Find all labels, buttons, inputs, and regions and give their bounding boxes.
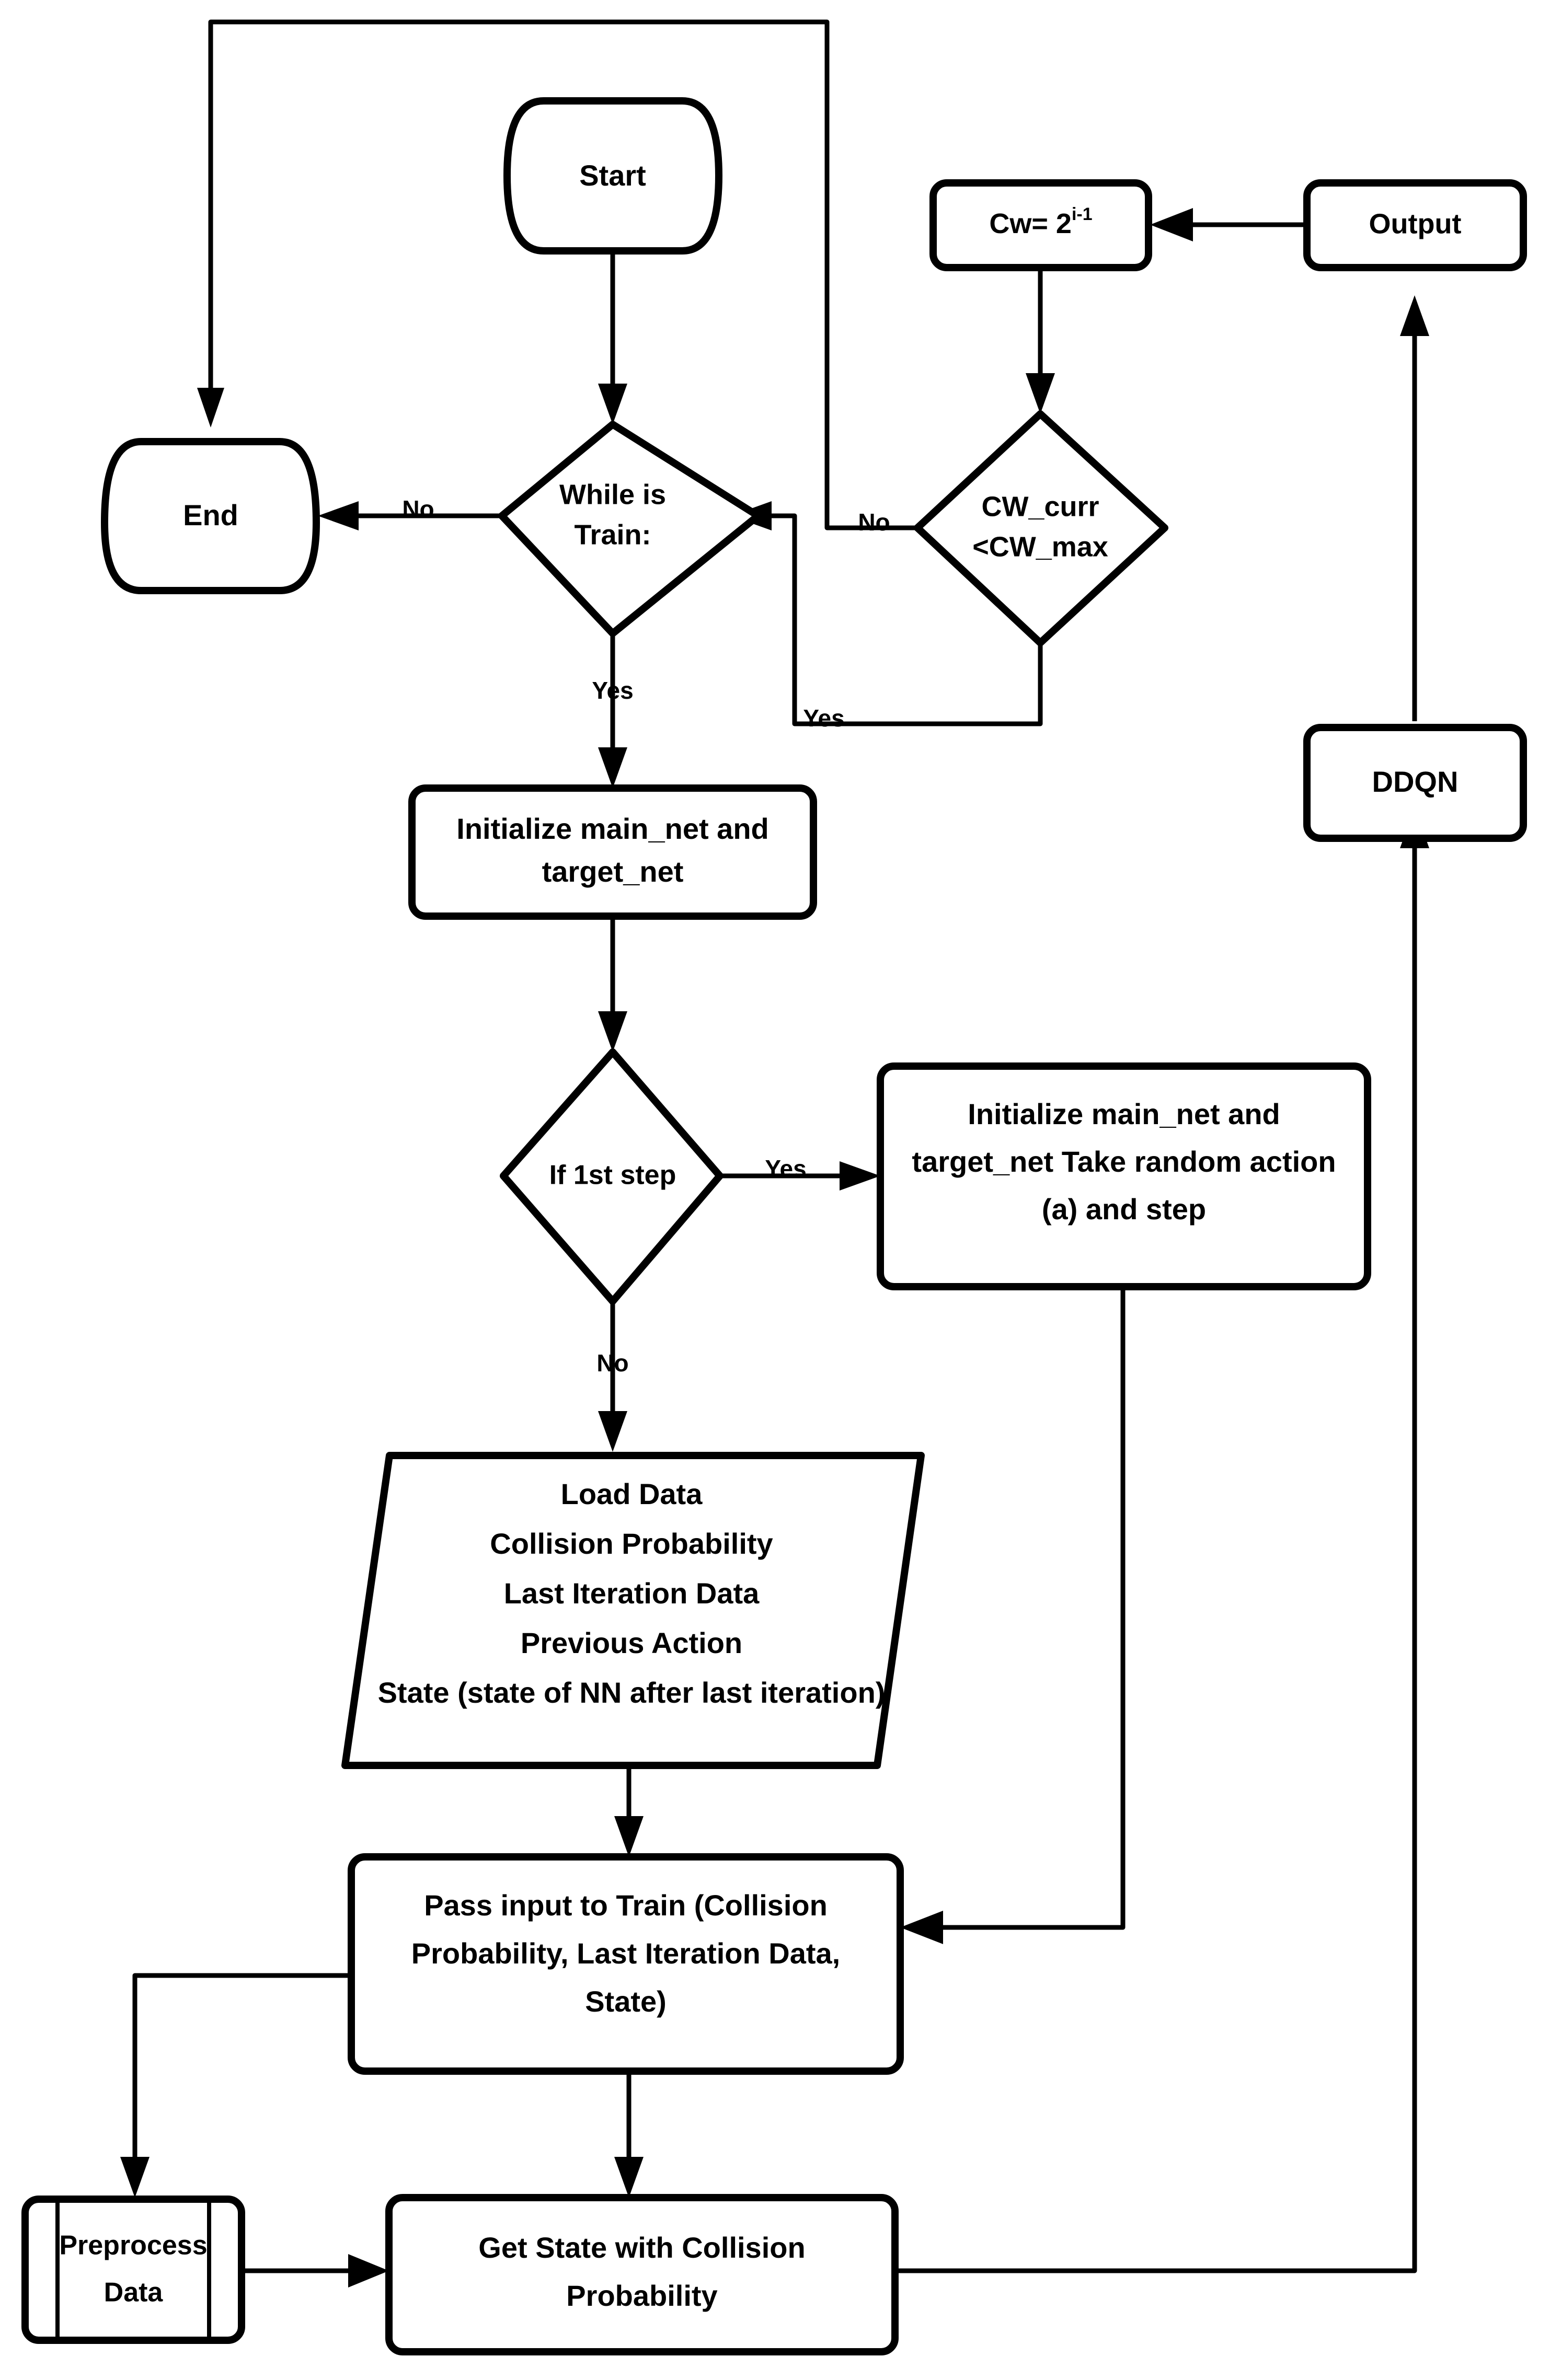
node-init-nets-line1: Initialize main_net and [456, 812, 768, 845]
edge-label-while-no: No [402, 495, 434, 523]
node-preprocess-line2: Data [104, 2278, 164, 2308]
node-while-is-train-line2: Train: [574, 519, 651, 550]
edge-output-to-cw-assign [1150, 208, 1306, 241]
edge-cw-assign-to-compare [1026, 268, 1055, 414]
edge-label-cw-no: No [858, 509, 890, 536]
node-ddqn[interactable]: DDQN [1303, 724, 1527, 842]
node-load-data-line4: Previous Action [521, 1626, 742, 1659]
edge-first-no-to-load: No [596, 1301, 629, 1452]
edge-first-yes-to-random: Yes [720, 1155, 880, 1191]
edge-preprocess-to-get-state [242, 2254, 389, 2287]
node-cw-assign[interactable]: Cw= 2i-1 [929, 179, 1152, 271]
node-get-state-line2: Probability [566, 2279, 717, 2312]
node-init-random-line2: target_net Take random action [912, 1145, 1336, 1178]
node-init-random-line1: Initialize main_net and [968, 1097, 1280, 1130]
node-start-label: Start [579, 159, 646, 192]
node-start[interactable]: Start [503, 97, 722, 255]
node-init-random-action[interactable]: Initialize main_net and target_net Take … [877, 1062, 1371, 1290]
node-preprocess-line1: Preprocess [59, 2231, 207, 2261]
node-ddqn-label: DDQN [1372, 765, 1459, 798]
node-if-first-step-label: If 1st step [549, 1160, 676, 1191]
node-output-label: Output [1369, 208, 1462, 239]
node-end[interactable]: End [101, 438, 320, 594]
edge-load-to-pass-input [614, 1765, 644, 1857]
cw-assign-superscript: i-1 [1072, 204, 1093, 224]
edge-label-first-yes: Yes [765, 1155, 806, 1182]
node-preprocess-data[interactable]: Preprocess Data [21, 2196, 245, 2344]
edge-label-cw-yes: Yes [803, 704, 844, 732]
node-init-random-line3: (a) and step [1042, 1193, 1206, 1226]
node-cw-assign-label: Cw= 2i-1 [989, 204, 1092, 239]
node-while-is-train-line1: While is [559, 479, 666, 510]
edge-get-state-to-ddqn [895, 807, 1429, 2273]
node-load-data-line3: Last Iteration Data [504, 1577, 760, 1610]
edge-label-while-yes: Yes [592, 677, 633, 704]
node-output[interactable]: Output [1303, 179, 1527, 271]
node-pass-input-line3: State) [585, 1985, 667, 2018]
node-get-state[interactable]: Get State with Collision Probability [385, 2194, 899, 2355]
node-if-first-step[interactable]: If 1st step [500, 1048, 724, 1305]
edge-pass-input-to-preprocess [120, 1973, 353, 2198]
node-load-data-line5: State (state of NN after last iteration) [378, 1676, 886, 1709]
cw-assign-base: Cw= 2 [989, 208, 1072, 239]
node-cw-compare-line1: CW_curr [981, 491, 1099, 522]
node-cw-compare[interactable]: CW_curr <CW_max [914, 410, 1168, 646]
edge-label-first-no: No [596, 1349, 628, 1377]
edge-random-to-pass-input [900, 1287, 1126, 1944]
node-pass-input-to-train[interactable]: Pass input to Train (Collision Probabili… [348, 1853, 904, 2075]
node-pass-input-line1: Pass input to Train (Collision [424, 1889, 828, 1922]
node-init-nets[interactable]: Initialize main_net and target_net [408, 784, 817, 920]
edge-start-to-while [598, 252, 627, 424]
edge-while-no-to-end: No [318, 495, 502, 530]
edge-init-to-if-first [598, 916, 627, 1052]
node-get-state-line1: Get State with Collision [478, 2231, 805, 2264]
edge-ddqn-to-output [1400, 295, 1429, 721]
edge-pass-input-to-get-state [614, 2071, 644, 2198]
node-while-is-train[interactable]: While is Train: [498, 421, 762, 637]
edge-cw-no-to-end [197, 19, 917, 530]
edge-while-yes-to-init: Yes [592, 633, 634, 788]
node-pass-input-line2: Probability, Last Iteration Data, [411, 1937, 840, 1970]
node-end-label: End [183, 499, 238, 532]
node-load-data[interactable]: Load Data Collision Probability Last Ite… [341, 1452, 925, 1769]
node-load-data-line2: Collision Probability [490, 1527, 773, 1560]
node-init-nets-line2: target_net [542, 855, 684, 888]
node-load-data-line1: Load Data [561, 1477, 703, 1510]
node-cw-compare-line2: <CW_max [972, 531, 1108, 562]
